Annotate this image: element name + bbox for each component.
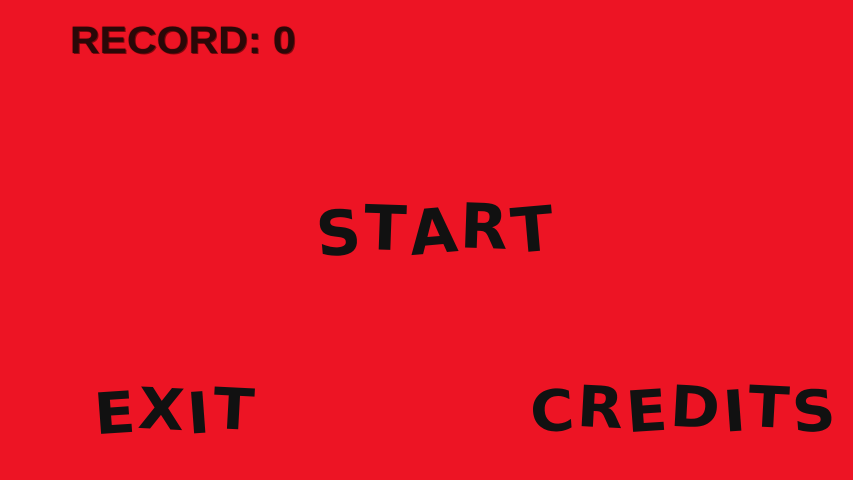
record-label: RECORD: [70,20,262,62]
record-value: 0 [272,20,296,62]
exit-button[interactable]: EXIT [91,375,259,449]
credits-button[interactable]: CREDITS [527,373,842,447]
record-counter: RECORD: 0 [70,20,296,63]
start-button[interactable]: START [313,189,560,272]
